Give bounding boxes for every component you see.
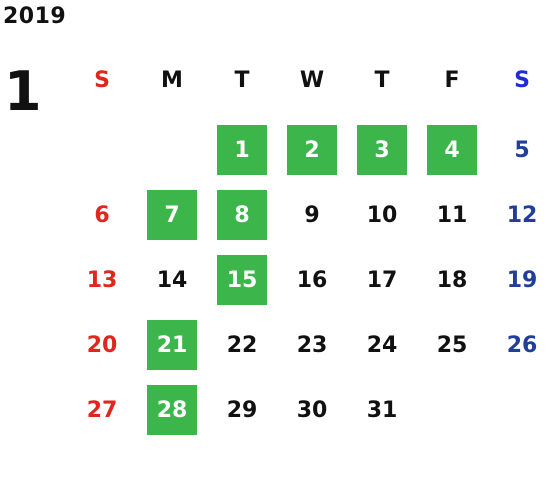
day-cell[interactable]: 31 [366, 397, 398, 423]
day-cell-highlighted[interactable]: 8 [217, 190, 267, 240]
day-cell[interactable]: 26 [506, 332, 538, 358]
weekday-header: T [374, 68, 390, 93]
month-number: 1 [4, 60, 42, 123]
day-cell[interactable]: 24 [366, 332, 398, 358]
day-cell[interactable]: 10 [366, 202, 398, 228]
weekday-header: T [234, 68, 250, 93]
day-cell-highlighted[interactable]: 2 [287, 125, 337, 175]
day-cell[interactable]: 29 [226, 397, 258, 423]
day-cell[interactable]: 25 [436, 332, 468, 358]
weekday-header: S [514, 68, 530, 93]
day-cell[interactable]: 27 [86, 397, 118, 423]
weekday-header: F [444, 68, 460, 93]
day-cell[interactable]: 13 [86, 267, 118, 293]
year-label: 2019 [3, 4, 67, 29]
day-cell-highlighted[interactable]: 7 [147, 190, 197, 240]
weekday-header: S [94, 68, 110, 93]
day-cell[interactable]: 11 [436, 202, 468, 228]
day-cell[interactable]: 30 [296, 397, 328, 423]
day-cell[interactable]: 5 [514, 137, 530, 163]
day-cell-highlighted[interactable]: 15 [217, 255, 267, 305]
day-cell[interactable]: 20 [86, 332, 118, 358]
day-cell[interactable]: 18 [436, 267, 468, 293]
day-cell-highlighted[interactable]: 3 [357, 125, 407, 175]
day-cell[interactable]: 12 [506, 202, 538, 228]
day-cell[interactable]: 14 [156, 267, 188, 293]
day-cell[interactable]: 22 [226, 332, 258, 358]
day-cell[interactable]: 16 [296, 267, 328, 293]
day-cell[interactable]: 9 [304, 202, 320, 228]
day-cell-highlighted[interactable]: 1 [217, 125, 267, 175]
day-cell[interactable]: 6 [94, 202, 110, 228]
day-cell-highlighted[interactable]: 28 [147, 385, 197, 435]
day-cell[interactable]: 19 [506, 267, 538, 293]
day-cell[interactable]: 23 [296, 332, 328, 358]
weekday-header: M [161, 68, 183, 93]
day-cell-highlighted[interactable]: 21 [147, 320, 197, 370]
day-cell[interactable]: 17 [366, 267, 398, 293]
day-cell-highlighted[interactable]: 4 [427, 125, 477, 175]
weekday-header: W [299, 68, 325, 93]
